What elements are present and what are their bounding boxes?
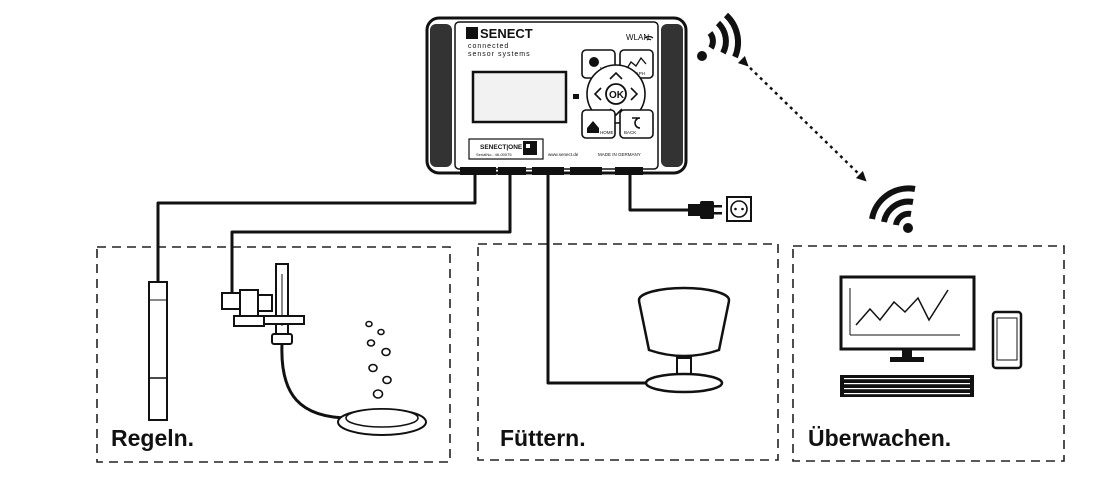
brand-tagline-1: connected <box>468 43 509 50</box>
ok-button-label: OK <box>609 90 625 101</box>
home-key-icon <box>587 121 599 133</box>
monitor-icon <box>839 275 976 362</box>
graph-key-icon <box>625 56 647 71</box>
back-key-icon <box>632 117 641 129</box>
co2-tube <box>280 343 351 420</box>
wifi-icon-monitoring <box>869 185 916 233</box>
wifi-icon-controller <box>697 12 742 61</box>
cable-to-power <box>628 173 688 212</box>
co2-valve-icon <box>221 263 305 345</box>
controller-display <box>471 70 568 124</box>
model-name: SENECT|ONE <box>480 144 523 151</box>
food-dispenser-icon <box>637 286 731 394</box>
web-address: www.senect.de <box>548 152 579 157</box>
section-box-fuettern <box>477 243 779 461</box>
senect-controller: SENECT connected sensor systems WLAN MEN… <box>425 16 688 175</box>
bubble-diffuser-icon <box>337 320 427 436</box>
brand-logo: SENECT <box>480 26 533 41</box>
home-key-label: HOME <box>600 130 614 135</box>
sensor-probe-icon <box>148 281 168 421</box>
section-label-ueberwachen: Überwachen. <box>808 425 951 451</box>
brand-logo-block <box>466 27 478 39</box>
section-label-regeln: Regeln. <box>111 425 194 451</box>
qr-code-detail <box>526 144 530 148</box>
port-1 <box>460 167 496 175</box>
power-socket-icon <box>726 196 752 222</box>
back-key-label: BACK <box>624 130 636 135</box>
menu-key-icon <box>589 57 599 67</box>
section-box-ueberwachen <box>792 245 1065 462</box>
keyboard-icon <box>840 375 974 397</box>
port-3 <box>532 167 564 175</box>
section-label-fuettern: Füttern. <box>500 425 586 451</box>
serial-number: SerialNo.: 46-00075 <box>476 152 512 157</box>
brand-tagline-2: sensor systems <box>468 51 531 58</box>
port-5 <box>615 167 643 175</box>
back-key[interactable] <box>619 109 654 139</box>
port-4 <box>570 167 602 175</box>
dpad-up-icon[interactable] <box>609 71 623 80</box>
monitor-chart-line <box>855 289 949 326</box>
smartphone-icon <box>991 310 1023 370</box>
cable-to-feeder <box>546 173 648 385</box>
controller-left-side <box>430 24 452 167</box>
port-2 <box>498 167 526 175</box>
cable-to-valve <box>230 173 512 295</box>
power-plug-icon <box>688 201 722 219</box>
cables <box>156 173 688 385</box>
dpad-left-icon[interactable] <box>593 87 602 101</box>
ok-button[interactable] <box>605 83 627 105</box>
controller-right-side <box>661 24 683 167</box>
wireless-link-arrow <box>737 55 867 182</box>
lock-icon <box>573 94 579 99</box>
wlan-indicator-icon <box>644 35 654 41</box>
cable-to-probe <box>156 173 477 282</box>
made-in-label: MADE IN GERMANY <box>598 152 641 157</box>
section-box-regeln <box>96 246 451 463</box>
wlan-label: WLAN <box>626 33 649 42</box>
dpad-right-icon[interactable] <box>630 87 639 101</box>
